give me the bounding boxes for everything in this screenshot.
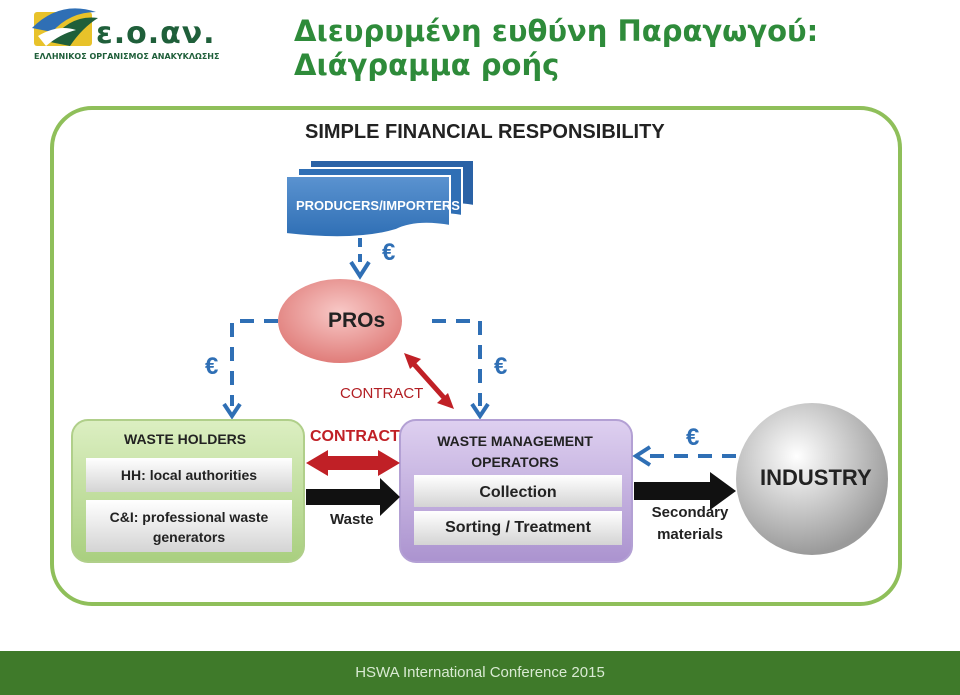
producers-label: PRODUCERS/IMPORTERS (296, 198, 460, 213)
waste-arrow (306, 478, 400, 516)
waste-holders-item-1-bar (86, 458, 292, 492)
pros-to-wmo-flow (432, 319, 482, 406)
pros-to-waste-holders-arrowhead (222, 402, 242, 420)
wmo-item-collection: Collection (479, 484, 557, 501)
waste-holders-title: WASTE HOLDERS (124, 431, 247, 447)
producers-stack (285, 159, 475, 239)
eoan-logo: ε.ο.αν. ΕΛΛΗΝΙΚΟΣ ΟΡΓΑΝΙΣΜΟΣ ΑΝΑΚΥΚΛΩΣΗΣ (30, 6, 230, 64)
diagram-title: SIMPLE FINANCIAL RESPONSIBILITY (305, 121, 665, 143)
logo-mark-icon (32, 8, 98, 46)
waste-holders-item-ci: C&I: professional waste generators (109, 509, 269, 545)
producers-to-pros-arrow (349, 238, 371, 280)
footer-text: HSWA International Conference 2015 (355, 664, 605, 681)
industry-to-wmo-flow (632, 445, 736, 467)
page-title: Διευρυμένη ευθύνη Παραγωγού: Διάγραμμα ρ… (294, 14, 818, 82)
footer-bar: HSWA International Conference 2015 (0, 651, 960, 695)
pros-to-wmo-arrowhead (470, 402, 490, 420)
euro-icon-wmo: € (494, 353, 508, 380)
title-line-2: Διάγραμμα ροής (294, 48, 560, 82)
logo-subtitle: ΕΛΛΗΝΙΚΟΣ ΟΡΓΑΝΙΣΜΟΣ ΑΝΑΚΥΚΛΩΣΗΣ (34, 52, 220, 61)
pros-label: PROs (328, 309, 386, 332)
pros-ellipse (278, 279, 402, 363)
industry-label: INDUSTRY (760, 465, 872, 490)
waste-label: Waste (330, 511, 374, 528)
pros-to-waste-holders-flow (230, 319, 278, 406)
industry-sphere (736, 403, 888, 555)
waste-holders-item-hh: HH: local authorities (120, 467, 258, 483)
secondary-materials-arrow (634, 472, 736, 510)
waste-holders-wmo-contract-arrow (306, 450, 400, 476)
diagram-frame (50, 106, 902, 606)
secondary-materials-label: Secondary materials (651, 504, 729, 543)
wmo-item-1-bar (414, 475, 622, 507)
euro-icon-industry: € (686, 424, 700, 451)
contract-label-middle: CONTRACT (310, 428, 400, 445)
euro-icon-waste-holders: € (205, 353, 219, 380)
waste-holders-item-2-bar (86, 500, 292, 552)
wmo-item-2-bar (414, 511, 622, 545)
euro-icon-producers: € (382, 239, 396, 266)
pros-wmo-contract-arrow (404, 353, 454, 409)
logo-name: ε.ο.αν. (96, 16, 216, 51)
wmo-item-sorting: Sorting / Treatment (445, 519, 591, 536)
wmo-title: WASTE MANAGEMENT OPERATORS (437, 433, 593, 470)
contract-label-top: CONTRACT (340, 385, 424, 402)
title-line-1: Διευρυμένη ευθύνη Παραγωγού: (294, 14, 819, 48)
